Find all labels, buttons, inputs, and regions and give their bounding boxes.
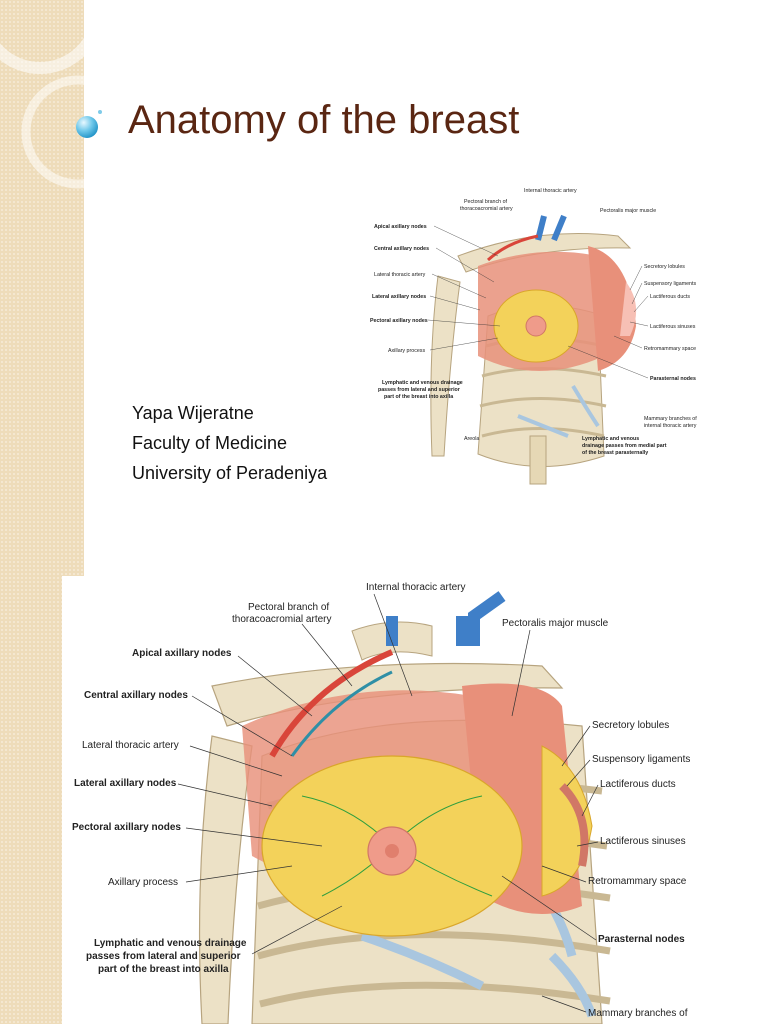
svg-text:Lateral thoracic artery: Lateral thoracic artery bbox=[374, 272, 426, 278]
small-leader-lines bbox=[427, 225, 649, 379]
svg-text:Suspensory ligaments: Suspensory ligaments bbox=[592, 754, 690, 765]
svg-text:Lateral thoracic artery: Lateral thoracic artery bbox=[82, 740, 179, 751]
anatomy-figure-large: Internal thoracic artery Pectoral branch… bbox=[62, 576, 768, 1024]
large-artery bbox=[269, 649, 394, 758]
svg-text:Axillary process: Axillary process bbox=[388, 348, 425, 354]
svg-text:of the breast parasternally: of the breast parasternally bbox=[582, 450, 648, 456]
large-figure-labels: Internal thoracic artery Pectoral branch… bbox=[72, 582, 690, 1019]
svg-text:thoracoacromial artery: thoracoacromial artery bbox=[232, 614, 331, 625]
author-university: University of Peradeniya bbox=[132, 463, 328, 483]
svg-text:Lactiferous ducts: Lactiferous ducts bbox=[600, 779, 676, 790]
svg-text:Apical axillary nodes: Apical axillary nodes bbox=[374, 224, 427, 230]
small-right-muscle bbox=[588, 246, 636, 371]
svg-text:Retromammary space: Retromammary space bbox=[588, 876, 687, 887]
large-nipple-section bbox=[559, 783, 589, 867]
author-faculty: Faculty of Medicine bbox=[132, 433, 288, 453]
svg-text:Lateral axillary nodes: Lateral axillary nodes bbox=[372, 294, 426, 300]
author-name: Yapa Wijeratne bbox=[132, 403, 254, 423]
svg-text:passes from lateral and superi: passes from lateral and superior bbox=[86, 951, 241, 962]
svg-text:Internal thoracic artery: Internal thoracic artery bbox=[524, 188, 577, 194]
svg-text:Lymphatic and venous drainage: Lymphatic and venous drainage bbox=[382, 380, 463, 386]
slide-title: Anatomy of the breast bbox=[128, 98, 520, 142]
svg-text:Lactiferous sinuses: Lactiferous sinuses bbox=[650, 324, 696, 330]
large-leader-lines bbox=[177, 593, 599, 1013]
large-veins bbox=[456, 591, 506, 646]
svg-text:Suspensory ligaments: Suspensory ligaments bbox=[644, 281, 696, 287]
svg-text:internal thoracic artery: internal thoracic artery bbox=[644, 423, 697, 429]
svg-text:Lymphatic and venous: Lymphatic and venous bbox=[582, 436, 639, 442]
svg-text:thoracoacromial artery: thoracoacromial artery bbox=[460, 206, 513, 212]
svg-text:Lateral axillary nodes: Lateral axillary nodes bbox=[74, 778, 177, 789]
small-veins bbox=[535, 214, 567, 242]
svg-text:Pectoralis major muscle: Pectoralis major muscle bbox=[502, 618, 609, 629]
svg-text:Pectoralis major muscle: Pectoralis major muscle bbox=[600, 208, 656, 214]
svg-text:drainage passes from medial pa: drainage passes from medial part bbox=[582, 443, 667, 449]
large-humerus bbox=[198, 735, 253, 1024]
svg-text:Parasternal nodes: Parasternal nodes bbox=[598, 934, 685, 945]
anatomy-figure-small: Internal thoracic artery Pectoral branch… bbox=[370, 188, 697, 485]
svg-text:Mammary branches of: Mammary branches of bbox=[588, 1008, 688, 1019]
svg-text:Pectoral axillary nodes: Pectoral axillary nodes bbox=[370, 318, 428, 324]
decorative-circles bbox=[0, 0, 120, 189]
svg-text:Axillary process: Axillary process bbox=[108, 877, 178, 888]
title-bullet-icon bbox=[76, 116, 98, 138]
small-artery bbox=[486, 234, 539, 262]
author-block: Yapa Wijeratne Faculty of Medicine Unive… bbox=[132, 398, 327, 488]
svg-text:Central axillary nodes: Central axillary nodes bbox=[374, 246, 429, 252]
svg-text:Lymphatic and venous drainage: Lymphatic and venous drainage bbox=[94, 938, 247, 949]
svg-text:Areola: Areola bbox=[464, 436, 479, 442]
svg-text:Central axillary nodes: Central axillary nodes bbox=[84, 690, 188, 701]
svg-text:Lactiferous sinuses: Lactiferous sinuses bbox=[600, 836, 686, 847]
small-areola bbox=[525, 315, 547, 337]
large-nipple bbox=[385, 844, 399, 858]
svg-text:part of the breast into axilla: part of the breast into axilla bbox=[98, 964, 229, 975]
svg-text:Pectoral axillary nodes: Pectoral axillary nodes bbox=[72, 822, 181, 833]
svg-text:Secretory lobules: Secretory lobules bbox=[644, 264, 685, 270]
svg-text:Internal thoracic artery: Internal thoracic artery bbox=[366, 582, 466, 593]
title-bullet-dot-icon bbox=[98, 110, 102, 114]
svg-text:Mammary branches of: Mammary branches of bbox=[644, 416, 697, 422]
svg-text:Apical axillary nodes: Apical axillary nodes bbox=[132, 648, 232, 659]
svg-text:Pectoral branch of: Pectoral branch of bbox=[248, 602, 329, 613]
svg-text:Parasternal nodes: Parasternal nodes bbox=[650, 376, 696, 382]
small-figure-labels: Internal thoracic artery Pectoral branch… bbox=[370, 188, 697, 456]
svg-text:part of the breast into axilla: part of the breast into axilla bbox=[384, 394, 453, 400]
svg-text:Retromammary space: Retromammary space bbox=[644, 346, 696, 352]
svg-text:Lactiferous ducts: Lactiferous ducts bbox=[650, 294, 690, 300]
large-lymphatic bbox=[290, 670, 393, 757]
svg-text:passes from lateral and superi: passes from lateral and superior bbox=[378, 387, 460, 393]
svg-text:Secretory lobules: Secretory lobules bbox=[592, 720, 669, 731]
svg-text:Pectoral branch of: Pectoral branch of bbox=[464, 199, 508, 205]
